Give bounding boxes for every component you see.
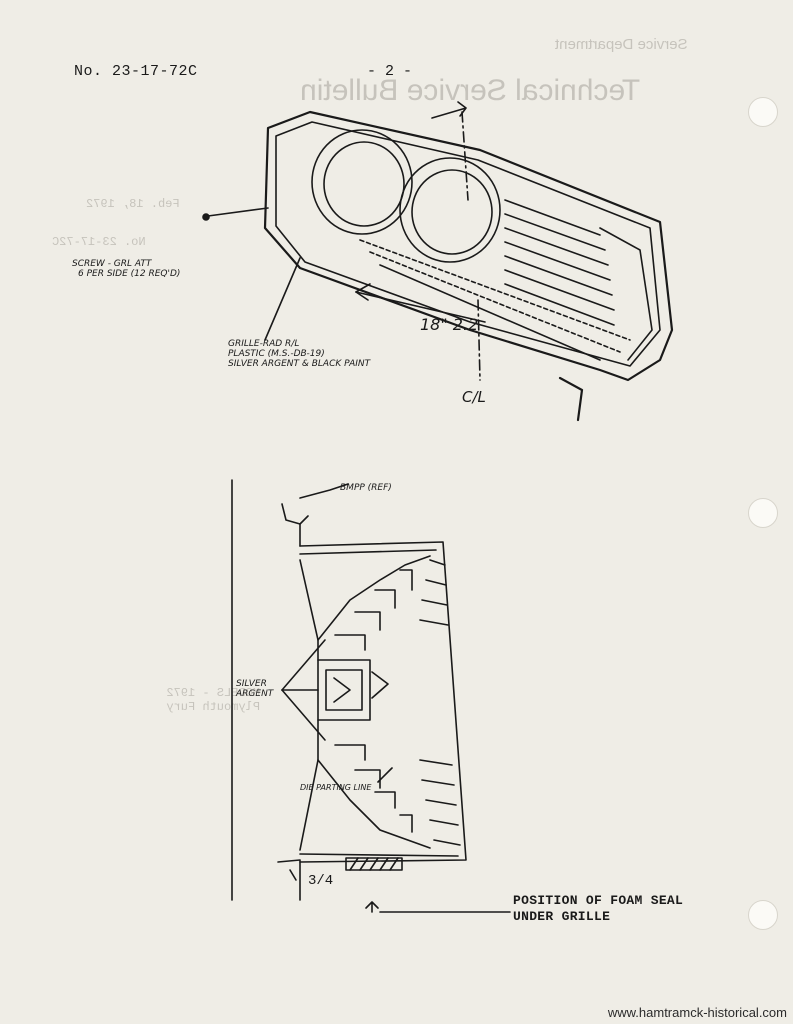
foam-seal-section-drawing — [231, 479, 511, 913]
fraction-label: 3/4 — [308, 873, 333, 889]
page-number: - 2 - — [367, 63, 413, 80]
caption-line-1: POSITION OF FOAM SEAL — [513, 893, 684, 908]
caption-line-2: UNDER GRILLE — [513, 909, 611, 924]
grille-label-line1: GRILLE-RAD R/L — [228, 339, 299, 349]
grille-perspective-drawing — [202, 101, 674, 422]
dimension-label: 18" 2.2 — [420, 315, 478, 334]
bmpp-label: BMPP (REF) — [340, 483, 392, 493]
screw-label-line2: 6 PER SIDE (12 REQ'D) — [78, 269, 180, 279]
binder-hole-bottom — [748, 900, 778, 930]
grille-label-line3: SILVER ARGENT & BLACK PAINT — [228, 359, 372, 369]
centerline-label: C/L — [462, 388, 486, 406]
die-parting-label: DIE PARTING LINE — [300, 783, 372, 792]
source-watermark: www.hamtramck-historical.com — [607, 1005, 787, 1020]
bulletin-number: No. 23-17-72C — [74, 63, 198, 80]
binder-hole-top — [748, 97, 778, 127]
screw-label-line1: SCREW - GRL ATT — [72, 259, 153, 269]
grille-label-line2: PLASTIC (M.S.-DB-19) — [228, 349, 325, 359]
binder-hole-middle — [748, 498, 778, 528]
silver-label-line2: ARGENT — [235, 689, 275, 699]
foam-seal-caption: POSITION OF FOAM SEAL UNDER GRILLE — [513, 893, 683, 925]
silver-label-line1: SILVER — [236, 679, 267, 689]
